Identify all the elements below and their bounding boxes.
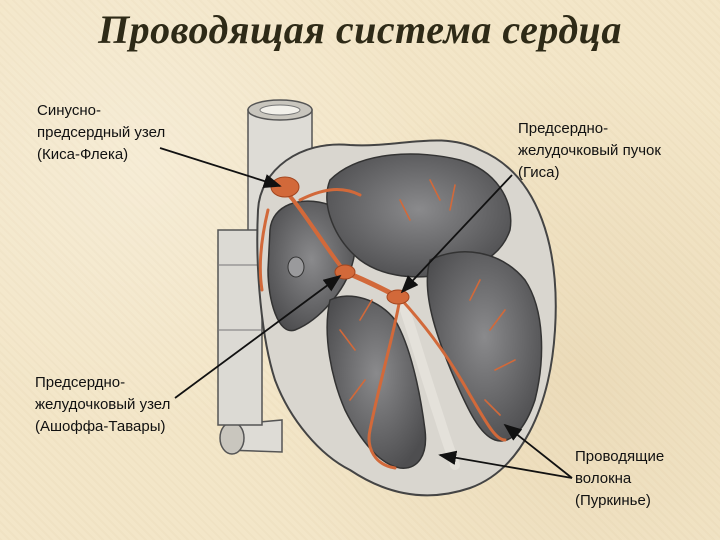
his-bundle [386,289,410,305]
label-line: (Ашоффа-Тавары) [35,418,166,435]
page-title: Проводящая система сердца [98,7,622,52]
arrow-his-bundle [400,174,513,294]
label-line: Предсердно- [518,120,609,137]
arrow-purkinje-1 [503,423,573,479]
label-purkinje-fibers: Проводящие волокна (Пуркинье) [575,446,664,512]
label-line: предсердный узел [37,124,166,141]
label-line: Проводящие [575,448,665,465]
label-his-bundle: Предсердно- желудочковый пучок (Гиса) [518,118,661,184]
arrow-purkinje-2 [438,450,573,479]
left-atrium [326,153,512,278]
label-sa-node: Синусно- предсердный узел (Киса-Флека) [37,100,165,166]
inferior-vena-cava [219,419,283,455]
venous-column [217,229,263,426]
pointer-arrows [159,147,573,479]
label-line: (Гиса) [518,164,560,181]
right-ventricle [326,295,427,469]
label-line: (Пуркинье) [575,492,651,509]
label-line: желудочковый узел [35,396,171,413]
arrow-av-node [174,274,342,399]
label-line: Синусно- [37,102,101,119]
label-line: (Киса-Флека) [37,146,129,163]
sa-node [270,176,300,198]
arrow-sa-node [159,147,282,188]
label-av-node: Предсердно- желудочковый узел (Ашоффа-Та… [35,372,170,438]
label-line: желудочковый пучок [518,142,661,159]
label-line: волокна [575,470,632,487]
label-line: Предсердно- [35,374,126,391]
